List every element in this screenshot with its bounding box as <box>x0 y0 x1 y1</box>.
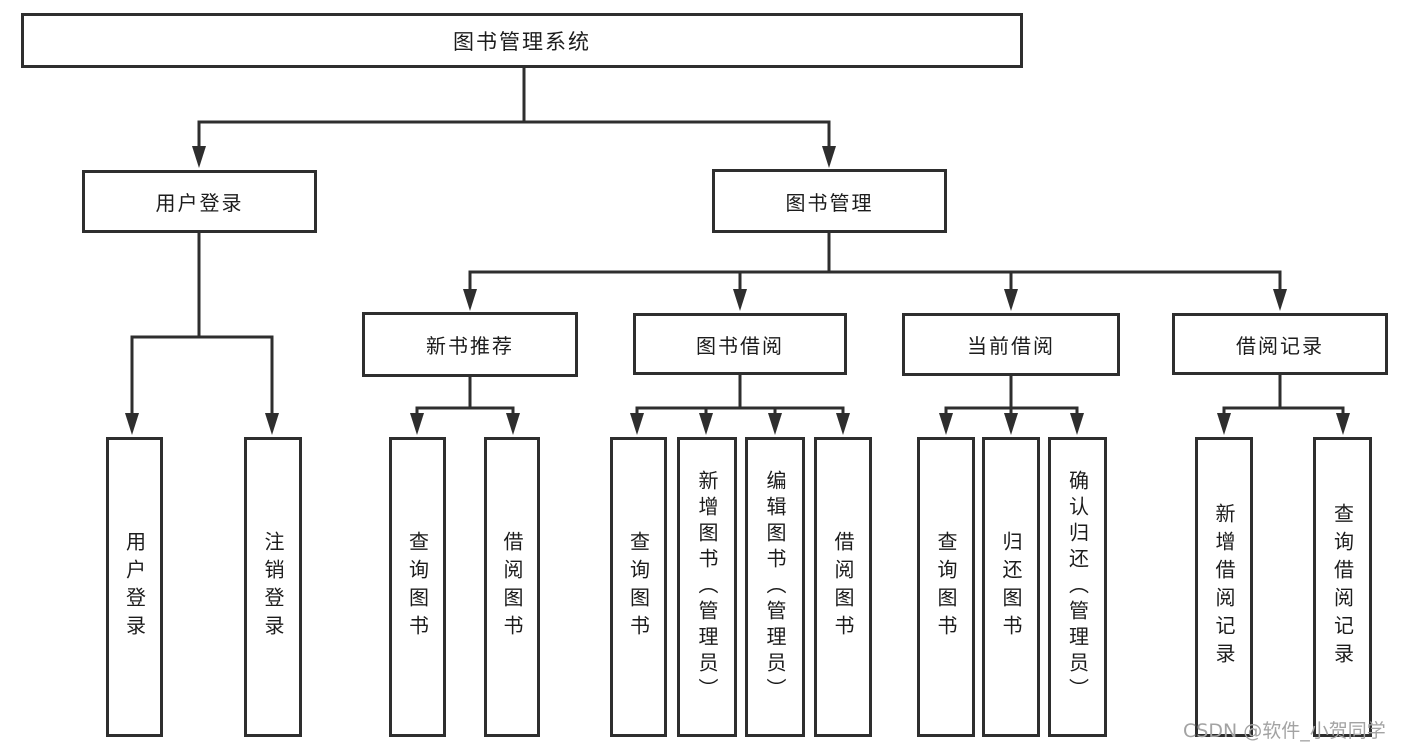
leaf-query-books-recommend: 查询图书 <box>389 437 446 737</box>
node-label: 图书管理 <box>785 190 874 215</box>
connector-borrow-branch <box>635 406 845 420</box>
leaf-query-borrow-record: 查询借阅记录 <box>1313 437 1372 737</box>
leaf-label: 查询图书 <box>405 531 430 643</box>
node-new-book-recommend: 新书推荐 <box>362 312 578 377</box>
leaf-query-books-current: 查询图书 <box>917 437 975 737</box>
leaf-label: 查询图书 <box>934 531 958 643</box>
node-label: 新书推荐 <box>426 334 514 358</box>
node-current-borrow: 当前借阅 <box>902 313 1120 376</box>
leaf-label: 新增图书（管理员） <box>695 470 719 704</box>
leaf-label: 用户登录 <box>122 531 147 643</box>
leaf-label: 借阅图书 <box>831 531 855 643</box>
leaf-edit-books-admin: 编辑图书（管理员） <box>745 437 805 737</box>
leaf-add-borrow-record: 新增借阅记录 <box>1195 437 1253 737</box>
leaf-confirm-return-admin: 确认归还（管理员） <box>1048 437 1107 737</box>
leaf-query-books-borrow: 查询图书 <box>610 437 667 737</box>
node-system-root: 图书管理系统 <box>21 13 1023 68</box>
connector-recommend-branch <box>415 406 515 420</box>
connector-bookmgmt-branch <box>468 270 1282 295</box>
connector-records-branch <box>1222 406 1345 420</box>
node-user-login: 用户登录 <box>82 170 317 233</box>
leaf-label: 查询借阅记录 <box>1330 503 1355 671</box>
node-label: 借阅记录 <box>1236 333 1324 358</box>
leaf-add-books-admin: 新增图书（管理员） <box>677 437 737 737</box>
arrowheads <box>125 146 1350 435</box>
connector-userlogin-branch <box>130 335 274 420</box>
leaf-label: 编辑图书（管理员） <box>763 470 787 704</box>
node-label: 图书借阅 <box>696 333 784 358</box>
node-label: 用户登录 <box>155 191 244 215</box>
leaf-label: 新增借阅记录 <box>1212 503 1236 671</box>
leaf-logout: 注销登录 <box>244 437 302 737</box>
node-borrow-records: 借阅记录 <box>1172 313 1388 375</box>
leaf-borrow-books-recommend: 借阅图书 <box>484 437 540 737</box>
leaf-user-login: 用户登录 <box>106 437 163 737</box>
leaf-label: 借阅图书 <box>500 531 524 643</box>
leaf-label: 归还图书 <box>999 531 1023 643</box>
node-book-management: 图书管理 <box>712 169 947 233</box>
connector-level1-branch <box>197 120 831 152</box>
leaf-return-books: 归还图书 <box>982 437 1040 737</box>
node-book-borrow: 图书借阅 <box>633 313 847 375</box>
csdn-watermark: CSDN @软件_小贺同学 <box>1183 720 1386 742</box>
leaf-label: 查询图书 <box>626 531 651 643</box>
leaf-borrow-books: 借阅图书 <box>814 437 872 737</box>
leaf-label: 注销登录 <box>261 531 285 643</box>
node-label: 图书管理系统 <box>453 29 591 54</box>
leaf-label: 确认归还（管理员） <box>1065 470 1090 704</box>
node-label: 当前借阅 <box>967 334 1055 358</box>
